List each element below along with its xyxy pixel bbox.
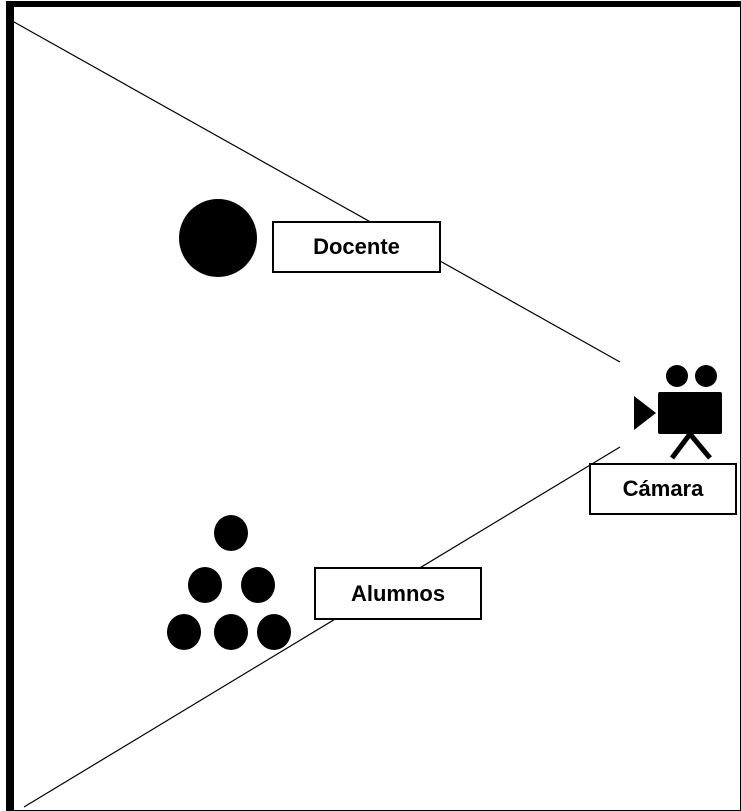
camara-label: Cámara xyxy=(589,463,737,515)
student-dot xyxy=(241,567,275,603)
student-dot xyxy=(167,614,201,650)
docente-label: Docente xyxy=(272,221,441,273)
room-frame xyxy=(9,3,741,811)
student-dot xyxy=(214,614,248,650)
movie-camera-icon xyxy=(634,365,722,460)
alumnos-label: Alumnos xyxy=(314,567,482,620)
camera-view-line-lower xyxy=(23,446,621,808)
camera-view-line-upper xyxy=(13,21,621,363)
student-dot xyxy=(214,515,248,551)
student-dot xyxy=(188,567,222,603)
student-dot xyxy=(257,614,291,650)
teacher-circle xyxy=(179,199,257,277)
students-group xyxy=(167,515,291,650)
